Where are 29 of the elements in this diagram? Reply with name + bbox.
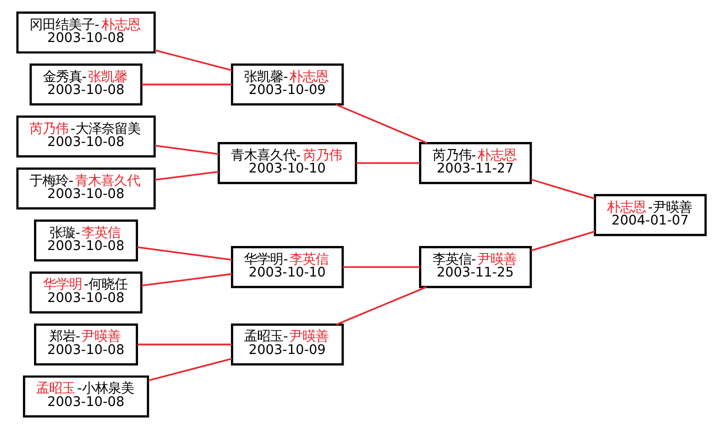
node-box: 华学明-李英信 2003-10-10 — [230, 246, 344, 288]
connector — [336, 104, 428, 144]
connector — [154, 170, 219, 181]
node-box: 张璇-李英信 2003-10-08 — [34, 219, 138, 262]
node-box: 华学明-何晓任 2003-10-08 — [30, 271, 142, 314]
connector — [530, 178, 596, 200]
connector — [356, 162, 420, 164]
connector — [336, 286, 427, 326]
connector — [154, 49, 232, 72]
node-box: 芮乃伟-朴志恩 2003-11-27 — [419, 142, 532, 184]
connector — [154, 144, 219, 155]
node-box: 李英信-尹暎善 2003-11-25 — [419, 246, 532, 288]
node-box: 芮乃伟-大泽奈留美 2003-10-08 — [16, 115, 156, 158]
node-box: 孟昭玉-尹暎善 2003-10-09 — [230, 323, 344, 366]
node-box: 青木喜久代-芮乃伟 2003-10-10 — [218, 142, 358, 184]
connector — [141, 273, 232, 286]
connector — [142, 84, 232, 86]
connector — [137, 246, 232, 261]
node-box: 金秀真-张凯馨 2003-10-08 — [30, 63, 142, 106]
connector — [530, 230, 596, 252]
node-box: 孟昭玉-小林泉美 2003-10-08 — [22, 375, 150, 418]
node-box: 冈田结美子-朴志恩 2003-10-08 — [16, 11, 156, 54]
node-box: 张凯馨-朴志恩 2003-10-09 — [230, 63, 344, 106]
connector — [137, 344, 232, 346]
connector — [148, 358, 232, 382]
node-box: 朴志恩-尹暎善 2004-01-07 — [594, 194, 707, 236]
node-box: 郑岩-尹暎善 2003-10-08 — [34, 323, 138, 366]
node-box: 于梅玲-青木喜久代 2003-10-08 — [16, 167, 156, 210]
connector — [342, 266, 420, 268]
